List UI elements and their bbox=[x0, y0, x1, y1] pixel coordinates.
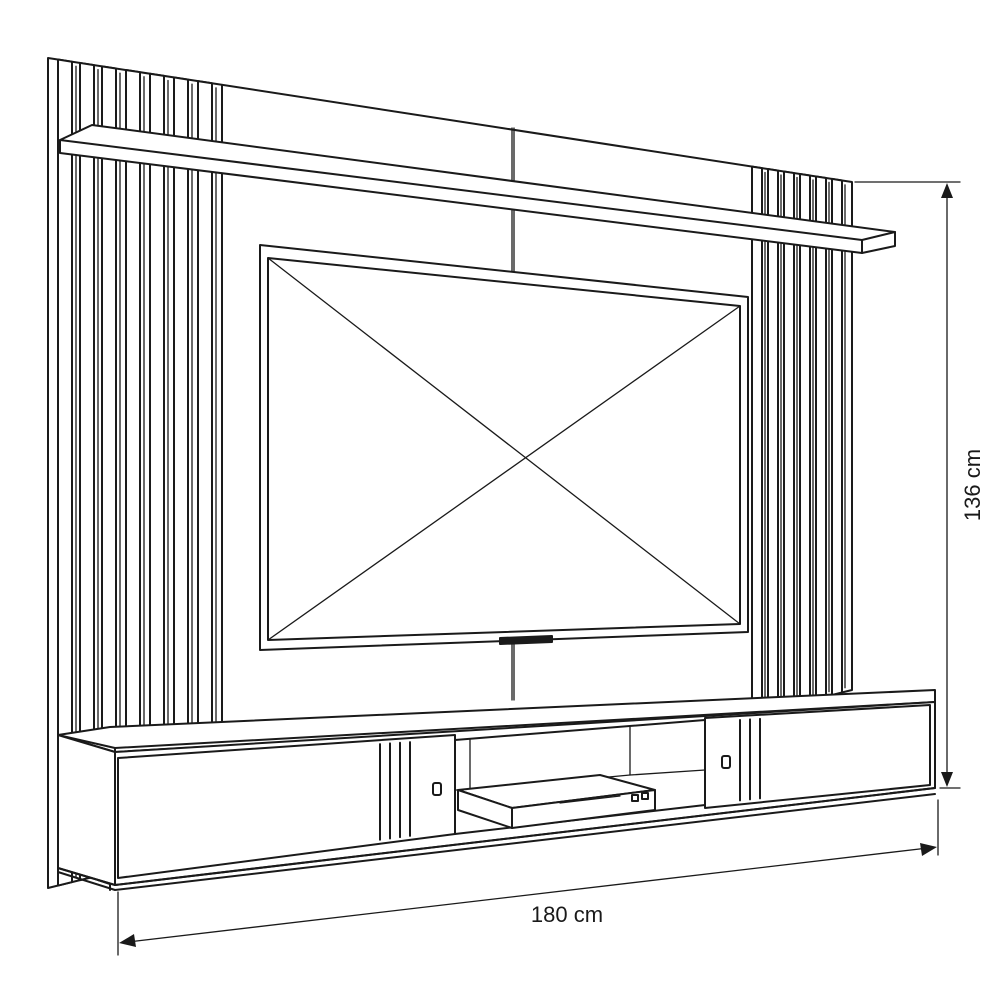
left-cabinet-door[interactable] bbox=[117, 734, 456, 879]
right-slat bbox=[751, 165, 763, 716]
height-dimension: 136 cm bbox=[854, 181, 985, 789]
right-slat bbox=[831, 177, 843, 696]
top-shelf bbox=[59, 124, 896, 254]
tv-console bbox=[57, 689, 936, 891]
right-slat bbox=[799, 172, 811, 704]
height-label: 136 cm bbox=[960, 449, 985, 521]
width-label: 180 cm bbox=[531, 902, 603, 927]
right-cabinet-door[interactable] bbox=[704, 704, 931, 809]
dvd-player-icon bbox=[457, 774, 656, 829]
width-dimension: 180 cm bbox=[117, 799, 939, 956]
television bbox=[259, 244, 749, 651]
right-slat bbox=[815, 175, 827, 700]
right-slat bbox=[783, 170, 795, 708]
right-door-handle-icon[interactable] bbox=[721, 755, 731, 769]
left-slat bbox=[57, 58, 73, 887]
right-slat bbox=[767, 168, 779, 712]
left-door-handle-icon[interactable] bbox=[432, 782, 442, 796]
